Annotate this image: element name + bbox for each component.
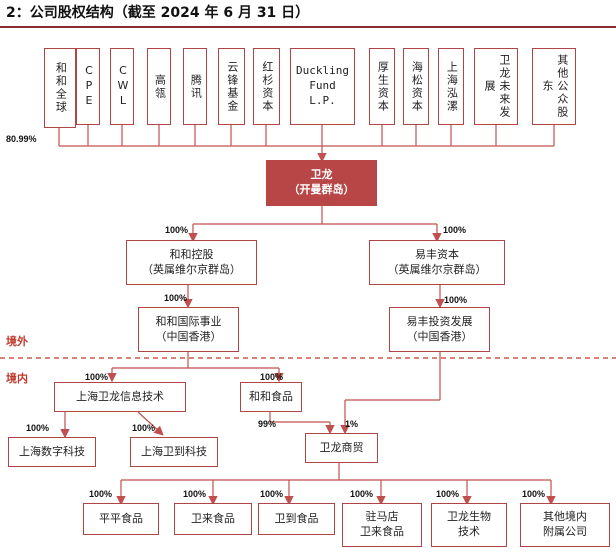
shareholder-box: 海松资本 — [403, 48, 429, 125]
company-name: 卫龙生物 — [447, 510, 491, 524]
company-name-cont: 附属公司 — [543, 525, 587, 538]
ownership-pct: 100% — [260, 372, 284, 382]
ownership-pct: 100% — [165, 225, 189, 235]
shareholder-box: 和和全球 — [44, 48, 76, 128]
ownership-pct: 100% — [522, 489, 546, 499]
ownership-pct: 100% — [132, 423, 156, 433]
company-jurisdiction: （中国香港） — [406, 329, 473, 343]
shareholder-box: 上海泓漯 — [438, 48, 464, 125]
company-sh-digital: 上海数字科技 — [8, 437, 96, 467]
subsidiary-box: 其他境内 附属公司 — [520, 503, 610, 547]
company-name: 和和国际事业 — [155, 314, 222, 328]
subsidiary-box: 平平食品 — [83, 503, 159, 535]
company-name-cont: 技术 — [458, 525, 480, 538]
shareholder-box: CWL — [110, 48, 134, 125]
ownership-pct: 100% — [443, 225, 467, 235]
shareholder-box: 红杉资本 — [253, 48, 280, 125]
subsidiary-box: 卫到食品 — [258, 503, 335, 535]
ownership-pct: 100% — [444, 295, 468, 305]
ownership-pct: 100% — [26, 423, 50, 433]
company-sh-info-tech: 上海卫龙信息技术 — [54, 382, 186, 412]
ownership-pct: 1% — [345, 419, 359, 429]
company-name-cont: 卫来食品 — [360, 525, 404, 538]
company-name: 卫龙 — [310, 168, 333, 182]
company-name: 驻马店 — [365, 510, 399, 524]
company-hehe-food: 和和食品 — [240, 382, 302, 412]
connector — [137, 411, 164, 436]
company-sh-weidao: 上海卫到科技 — [130, 437, 218, 467]
company-yifeng-capital: 易丰资本 （英属维尔京群岛） — [369, 240, 505, 285]
shareholder-box: 卫龙未来发展 — [474, 48, 518, 125]
title-rule — [0, 26, 616, 28]
page-title: 2：公司股权结构（截至 2024 年 6 月 31 日） — [6, 5, 310, 21]
ownership-pct: 100% — [350, 489, 374, 499]
shareholder-box: 厚生资本 — [369, 48, 395, 125]
company-jurisdiction: （英属维尔京群岛） — [387, 262, 487, 276]
ownership-pct: 99% — [258, 419, 277, 429]
region-label-outside: 境外 — [6, 335, 28, 348]
shareholder-box: 云锋基金 — [218, 48, 245, 125]
company-name: 卫来食品 — [191, 511, 235, 525]
company-name: 平平食品 — [99, 511, 143, 525]
shareholder-box: CPE — [76, 48, 100, 125]
shareholder-box: 腾讯 — [183, 48, 207, 125]
company-name: 和和控股 — [169, 247, 214, 261]
ownership-pct: 100% — [436, 489, 460, 499]
company-weilong: 卫龙 （开曼群岛） — [266, 160, 377, 206]
shareholder-box: Duckling Fund L.P. — [290, 48, 355, 125]
company-name: 易丰资本 — [415, 247, 459, 261]
company-hehe-holdings: 和和控股 （英属维尔京群岛） — [126, 240, 257, 285]
shareholder-box: 高瓴 — [147, 48, 171, 125]
company-name: 卫到食品 — [274, 511, 319, 525]
company-jurisdiction: （中国香港） — [155, 329, 222, 343]
company-name: 易丰投资发展 — [406, 314, 473, 328]
ownership-pct: 80.99% — [6, 134, 37, 144]
subsidiary-box: 驻马店 卫来食品 — [342, 503, 422, 547]
company-weilong-trade: 卫龙商贸 — [305, 433, 378, 463]
company-hehe-international: 和和国际事业 （中国香港） — [138, 307, 239, 352]
subsidiary-box: 卫龙生物 技术 — [431, 503, 507, 547]
subsidiary-box: 卫来食品 — [174, 503, 252, 535]
ownership-pct: 100% — [85, 372, 109, 382]
company-jurisdiction: （开曼群岛） — [288, 183, 355, 196]
company-yifeng-investment: 易丰投资发展 （中国香港） — [389, 307, 490, 352]
company-jurisdiction: （英属维尔京群岛） — [142, 262, 241, 276]
ownership-pct: 100% — [89, 489, 113, 499]
ownership-pct: 100% — [260, 489, 284, 499]
ownership-pct: 100% — [183, 489, 207, 499]
ownership-pct: 100% — [164, 293, 188, 303]
region-label-inside: 境内 — [6, 372, 28, 385]
company-name: 其他境内 — [543, 510, 587, 524]
shareholder-box: 其他公众股东 — [532, 48, 576, 125]
